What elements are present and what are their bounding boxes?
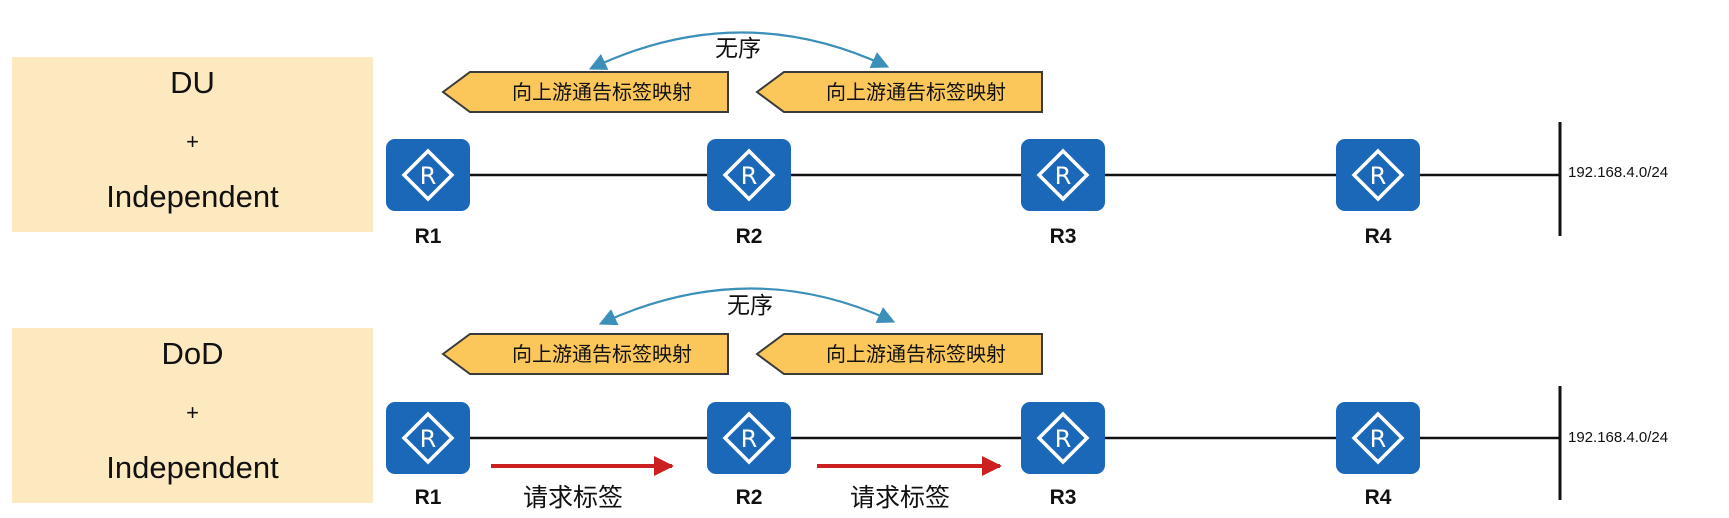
unordered-curve-arrow [598,287,896,326]
router-r3 [1019,137,1107,213]
router-label: R4 [1365,486,1392,509]
unordered-label: 无序 [727,293,773,319]
svg-text:向上游通告标签映射: 向上游通告标签映射 [826,80,1006,104]
mode-plus: + [186,129,199,154]
router-label: R3 [1050,225,1077,248]
router-label: R2 [736,486,763,509]
router-r2 [705,400,793,476]
router-label: R3 [1050,486,1077,509]
router-r1 [384,137,472,213]
router-icon [1334,400,1422,476]
router-label: R1 [415,486,442,509]
svg-text:向上游通告标签映射: 向上游通告标签映射 [512,342,692,366]
router-r4 [1334,400,1422,476]
network-label: 192.168.4.0/24 [1568,164,1668,181]
router-r2 [705,137,793,213]
label-mapping-banner: 向上游通告标签映射 [755,333,1043,375]
router-icon [1334,137,1422,213]
svg-text:向上游通告标签映射: 向上游通告标签映射 [512,80,692,104]
mode-box-dod-independent: DoD + Independent [12,328,373,503]
network-label: 192.168.4.0/24 [1568,429,1668,446]
mode-title: DoD [161,336,224,371]
panel-du-independent: 无序 向上游通告标签映射 向上游通告标签映射 192.168.4.0/24 R1 [384,31,1668,248]
mode-box-du-independent: DU + Independent [12,57,373,232]
label-request-text: 请求标签 [523,483,623,512]
router-r4 [1334,137,1422,213]
unordered-label: 无序 [715,36,761,62]
router-label: R1 [415,225,442,248]
router-r3 [1019,400,1107,476]
router-icon [705,137,793,213]
router-icon [384,400,472,476]
label-mapping-banner: 向上游通告标签映射 [441,333,729,375]
router-icon [384,137,472,213]
label-mapping-banner: 向上游通告标签映射 [755,71,1043,113]
router-icon [1019,137,1107,213]
router-icon [1019,400,1107,476]
unordered-curve-arrow [588,31,890,70]
label-mapping-banner: 向上游通告标签映射 [441,71,729,113]
mode-title: DU [170,65,215,100]
router-label: R4 [1365,225,1392,248]
svg-text:向上游通告标签映射: 向上游通告标签映射 [826,342,1006,366]
mode-plus: + [186,400,199,425]
mode-subtitle: Independent [106,450,279,485]
panel-dod-independent: 无序 向上游通告标签映射 向上游通告标签映射 192.168.4.0/24 R1… [384,287,1668,512]
router-r1 [384,400,472,476]
mode-subtitle: Independent [106,179,279,214]
router-icon [705,400,793,476]
router-label: R2 [736,225,763,248]
label-request-text: 请求标签 [850,483,950,512]
